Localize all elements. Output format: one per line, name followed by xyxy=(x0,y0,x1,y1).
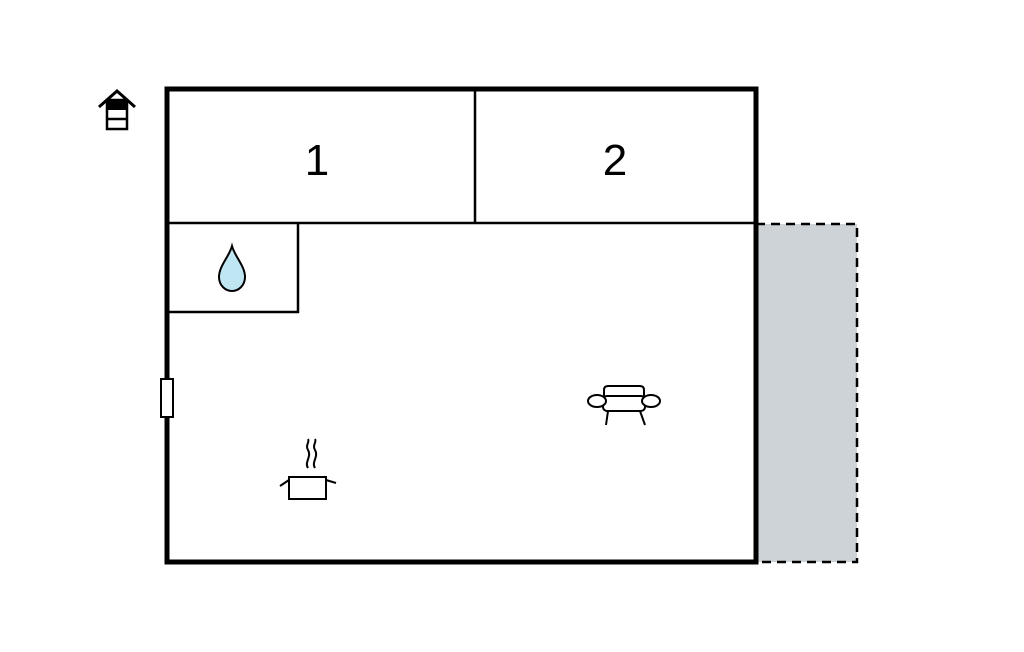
bathroom-water-drop-icon xyxy=(217,242,247,293)
floor-level-icon xyxy=(98,88,136,131)
outer-wall xyxy=(164,86,759,565)
entrance-door-icon xyxy=(160,378,174,418)
living-room-sofa-icon xyxy=(587,385,661,426)
interior-walls xyxy=(167,89,756,314)
terrace xyxy=(756,222,859,564)
kitchen-cooking-pot-icon xyxy=(279,438,337,500)
room-label-2: 2 xyxy=(603,136,627,185)
room-label-1: 1 xyxy=(305,136,329,185)
